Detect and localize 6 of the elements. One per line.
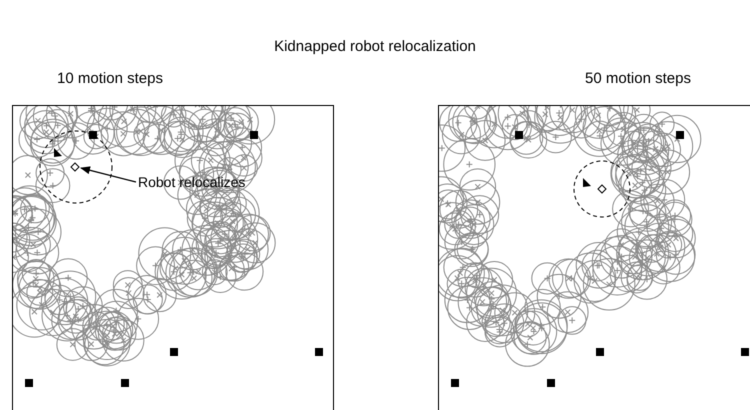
- leader-line: [80, 166, 136, 183]
- panel-subtitle: 10 motion steps: [56, 70, 164, 87]
- panel-subtitle: 50 motion steps: [584, 70, 692, 87]
- diagram-title: Kidnapped robot relocalization: [273, 38, 477, 55]
- callout-text: Robot relocalizes: [138, 174, 246, 190]
- robot-position-marker: [70, 162, 80, 172]
